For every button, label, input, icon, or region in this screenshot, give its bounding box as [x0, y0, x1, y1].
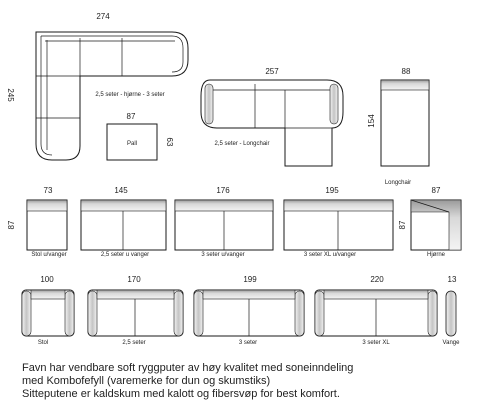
module-row: 87 73 Stol u/vanger 145 2,5 seter u vang…: [7, 186, 462, 258]
sofa-width-label: 170: [127, 275, 141, 284]
chaise-width-label: 88: [402, 67, 411, 76]
module-caption: Hjørne: [427, 252, 446, 258]
sofa-width-label: 13: [448, 275, 457, 284]
sofa-width-label: 100: [40, 275, 54, 284]
description-line: Sitteputene er kaldskum med kalott og fi…: [22, 388, 340, 400]
pall-caption: Pall: [127, 141, 137, 147]
sofa-caption: 2,5 seter: [122, 340, 145, 346]
corner-sofa-caption: 2,5 seter - hjørne - 3 seter: [95, 92, 164, 98]
sofa-caption: 3 seter: [239, 340, 257, 346]
module-caption: 3 seter XL u/vanger: [304, 252, 356, 258]
pall-plan: 87 Pall 63: [106, 112, 174, 161]
pall-width-label: 87: [127, 112, 136, 121]
module-caption: 2,5 seter u vanger: [101, 252, 149, 258]
corner-sofa-plan: 274 245 2,5 seter - hjørne - 3 seter: [6, 12, 189, 161]
module-caption: 3 seter u/vanger: [201, 252, 244, 258]
product-description: Favn har vendbare soft ryggputer av høy …: [22, 362, 362, 401]
corner-height-label: 245: [6, 88, 15, 102]
module-width-label: 195: [325, 186, 339, 195]
module-width-label: 87: [432, 186, 441, 195]
corner-module-height-label: 87: [398, 220, 407, 229]
pall-depth-label: 63: [165, 138, 174, 147]
description-line: med Kombofefyll (varemerke for dun og sk…: [22, 375, 271, 387]
module-width-label: 73: [44, 186, 53, 195]
sofa-caption: 3 seter XL: [362, 340, 390, 346]
module-width-label: 176: [216, 186, 230, 195]
sofa-caption: Vange: [443, 340, 461, 346]
module-caption: Stol u/vanger: [31, 252, 66, 258]
chaise-caption: Longchair: [385, 180, 411, 186]
longchair-width-label: 257: [265, 67, 279, 76]
longchair-sofa-plan: 257 2,5 seter - Longchair: [200, 67, 344, 167]
sofa-width-label: 199: [243, 275, 257, 284]
description-line: Favn har vendbare soft ryggputer av høy …: [22, 362, 354, 374]
chaise-plan: 88 154 Longchair: [367, 67, 430, 186]
chaise-depth-label: 154: [367, 114, 376, 128]
module-height-label: 87: [7, 220, 16, 229]
longchair-sofa-caption: 2,5 seter - Longchair: [214, 141, 269, 147]
corner-width-label: 274: [96, 12, 110, 21]
sofa-width-label: 220: [370, 275, 384, 284]
module-width-label: 145: [114, 186, 128, 195]
sofa-row: 100 Stol 170 2,5 seter 199 3 seter 220 3…: [21, 275, 461, 346]
sofa-caption: Stol: [38, 340, 48, 346]
